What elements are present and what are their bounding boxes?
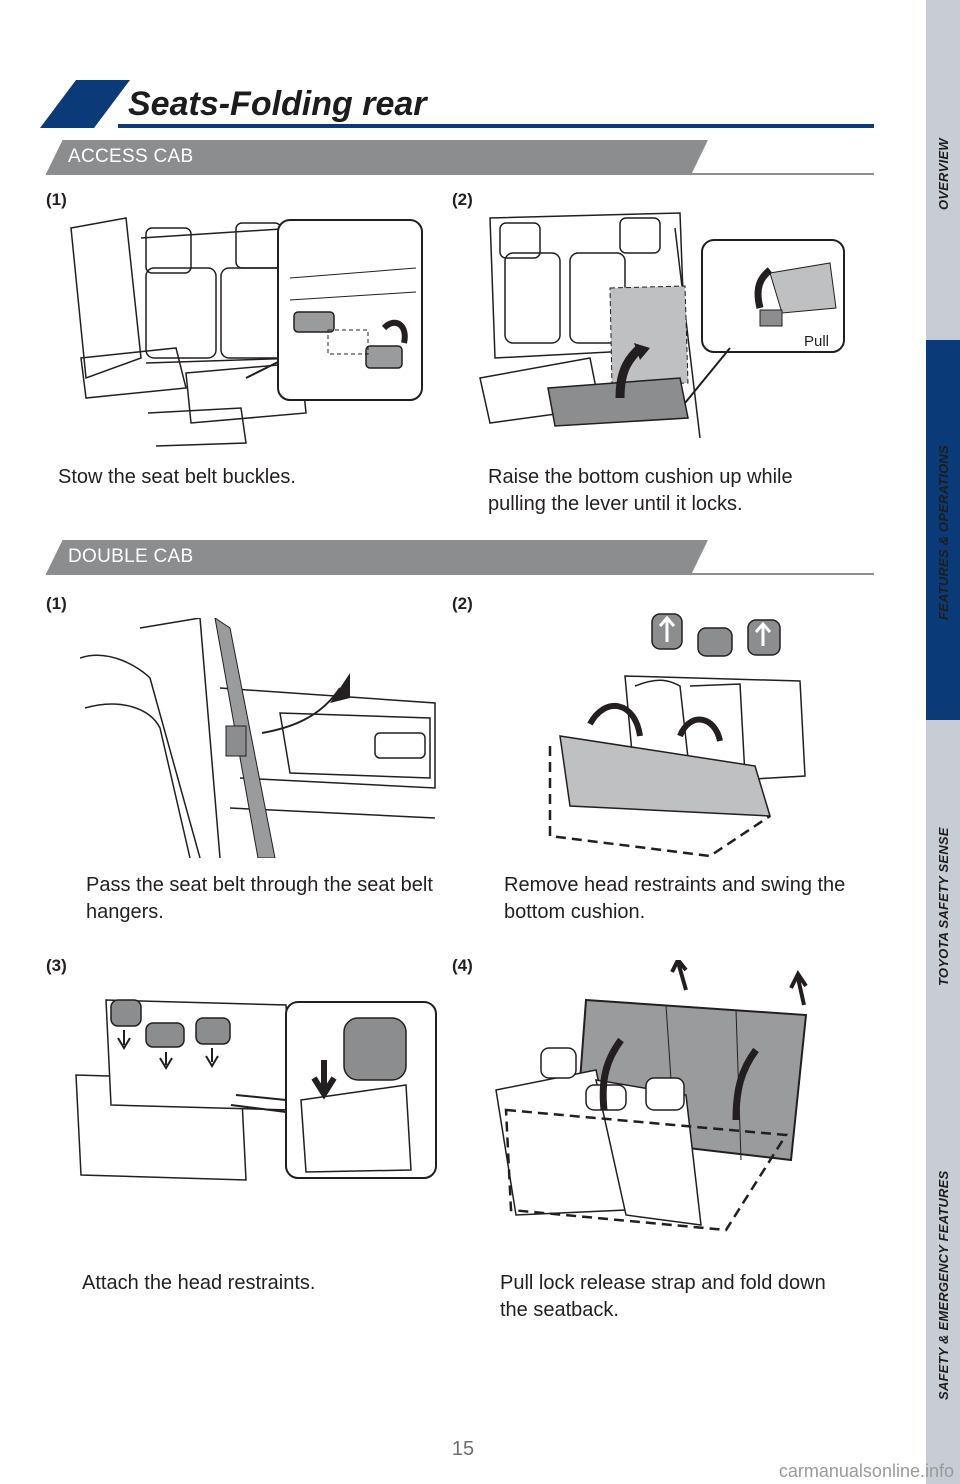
tab-features-operations[interactable]: FEATURES & OPERATIONS bbox=[926, 340, 960, 720]
tab-overview[interactable]: OVERVIEW bbox=[926, 0, 960, 330]
remove-head-restraints-illustration bbox=[548, 613, 806, 858]
pull-callout-label: Pull bbox=[804, 333, 829, 350]
step-caption: Remove head restraints and swing the bot… bbox=[504, 874, 846, 923]
section-label-access-cab: ACCESS CAB bbox=[68, 146, 194, 167]
step-caption: Stow the seat belt buckles. bbox=[58, 466, 296, 488]
step-number: (2) bbox=[452, 594, 473, 613]
page-title: Seats-Folding rear bbox=[128, 85, 427, 123]
section-rule bbox=[46, 173, 874, 175]
side-navigation-tabs bbox=[926, 0, 960, 1484]
page-number: 15 bbox=[451, 1438, 475, 1460]
step-number: (4) bbox=[452, 956, 473, 975]
attach-head-restraints-illustration bbox=[75, 999, 437, 1181]
step-caption: Raise the bottom cushion up while pullin… bbox=[488, 466, 793, 515]
tab-label-toyota-safety-sense: TOYOTA SAFETY SENSE bbox=[936, 827, 951, 986]
tab-label-overview: OVERVIEW bbox=[936, 138, 951, 210]
step-caption: Pass the seat belt through the seat belt… bbox=[86, 874, 433, 923]
section-label-double-cab: DOUBLE CAB bbox=[68, 546, 194, 567]
step-caption: Pull lock release strap and fold down th… bbox=[500, 1272, 826, 1321]
fold-down-seatback-illustration bbox=[495, 960, 808, 1232]
section-bar-double-cab bbox=[46, 540, 708, 574]
tab-toyota-safety-sense[interactable]: TOYOTA SAFETY SENSE bbox=[926, 730, 960, 1090]
section-bar-access-cab bbox=[46, 140, 708, 174]
step-number: (1) bbox=[46, 190, 67, 209]
active-tab-highlight bbox=[926, 340, 960, 720]
seat-belt-buckle-illustration bbox=[70, 217, 423, 447]
raise-bottom-cushion-illustration: Pull bbox=[479, 212, 845, 439]
title-underline bbox=[118, 124, 874, 128]
seat-belt-hanger-illustration bbox=[80, 618, 436, 858]
step-caption: Attach the head restraints. bbox=[82, 1272, 316, 1294]
step-number: (2) bbox=[452, 190, 473, 209]
tab-label-safety-emergency: SAFETY & EMERGENCY FEATURES bbox=[936, 1170, 951, 1400]
tab-safety-emergency[interactable]: SAFETY & EMERGENCY FEATURES bbox=[926, 1100, 960, 1484]
tab-label-features-operations: FEATURES & OPERATIONS bbox=[936, 445, 951, 620]
step-number: (3) bbox=[46, 956, 67, 975]
title-accent-shape bbox=[40, 80, 130, 128]
section-rule bbox=[46, 573, 874, 575]
watermark: carmanualsonline.info bbox=[778, 1461, 954, 1481]
step-number: (1) bbox=[46, 594, 67, 613]
